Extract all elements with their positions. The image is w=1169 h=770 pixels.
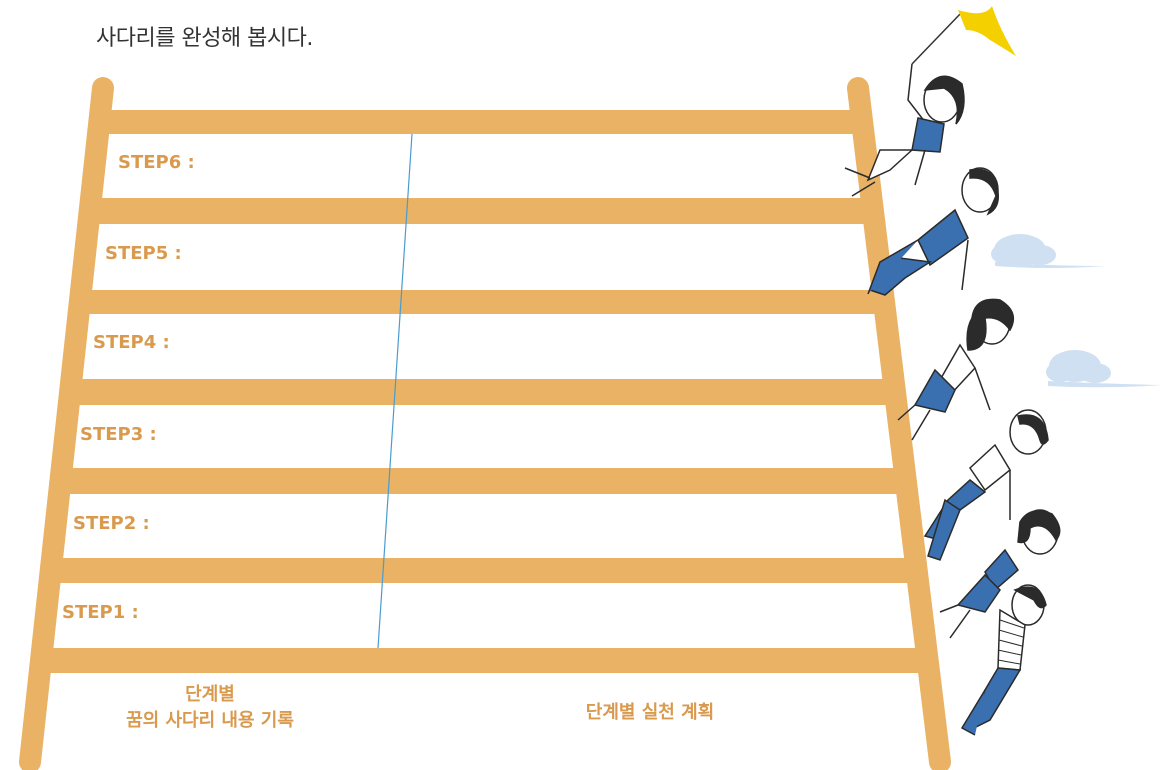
step5-plan-field[interactable]: [415, 230, 870, 280]
ladder-rung: [52, 558, 921, 583]
cloud-icon: [991, 234, 1105, 268]
step3-record-field[interactable]: [170, 410, 370, 460]
ladder-left-rail: [19, 77, 114, 770]
step1-record-field[interactable]: [150, 590, 350, 640]
step4-record-field[interactable]: [180, 320, 380, 370]
ladder-rung: [108, 110, 868, 134]
step2-record-field[interactable]: [160, 500, 360, 550]
step3-label: STEP3 :: [80, 424, 157, 445]
step4-label: STEP4 :: [93, 332, 170, 353]
step4-plan-field[interactable]: [405, 320, 875, 370]
step5-label: STEP5 :: [105, 243, 182, 264]
step6-plan-field[interactable]: [420, 140, 860, 190]
step1-plan-field[interactable]: [385, 590, 900, 640]
step2-plan-field[interactable]: [392, 500, 892, 550]
cloud-icon: [1046, 350, 1162, 388]
footer-record-line1: 단계별: [185, 684, 235, 705]
column-divider: [377, 133, 413, 649]
footer-record-line2: 꿈의 사다리 내용 기록: [126, 710, 294, 731]
ladder-rung: [97, 198, 878, 224]
ladder-rung: [41, 648, 931, 673]
footer-record-label: 단계별 꿈의 사다리 내용 기록: [60, 682, 360, 734]
ladder-rung: [65, 468, 910, 494]
step5-record-field[interactable]: [190, 230, 390, 280]
ladder-rung: [76, 379, 899, 405]
ladder-rungs: [41, 110, 931, 673]
step6-label: STEP6 :: [118, 152, 195, 173]
footer-plan-label: 단계별 실천 계획: [585, 702, 715, 723]
step2-label: STEP2 :: [73, 513, 150, 534]
ladder-rung: [87, 290, 888, 314]
step6-record-field[interactable]: [200, 140, 400, 190]
instruction-text: 사다리를 완성해 봅시다.: [96, 26, 313, 51]
step1-label: STEP1 :: [62, 602, 139, 623]
flag-icon: [911, 6, 1016, 65]
climber-figure: [844, 63, 1061, 736]
step3-plan-field[interactable]: [400, 410, 885, 460]
